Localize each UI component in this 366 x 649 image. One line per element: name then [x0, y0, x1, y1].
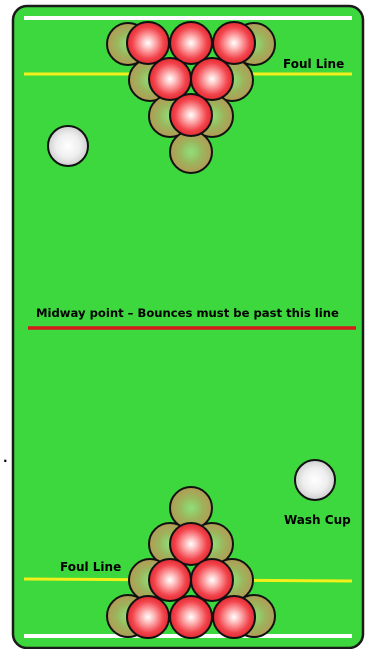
midway-label: Midway point – Bounces must be past this…: [36, 306, 339, 320]
red-cup: [213, 22, 255, 64]
side-mark: .: [3, 451, 8, 465]
red-cup: [127, 596, 169, 638]
red-cup: [170, 94, 212, 136]
red-cup: [213, 596, 255, 638]
red-cup: [170, 523, 212, 565]
wash-cup-top: [48, 126, 88, 166]
red-cup: [149, 559, 191, 601]
red-cup: [191, 58, 233, 100]
wash-cup-label: Wash Cup: [284, 513, 351, 527]
foul-line-label-bottom: Foul Line: [60, 560, 121, 574]
foul-line-label-top: Foul Line: [283, 57, 344, 71]
wash-cup-bottom: [295, 460, 335, 500]
red-cup: [170, 596, 212, 638]
olive-cup: [170, 131, 212, 173]
red-cup: [127, 22, 169, 64]
red-cup: [170, 22, 212, 64]
red-cup: [149, 58, 191, 100]
red-cup: [191, 559, 233, 601]
